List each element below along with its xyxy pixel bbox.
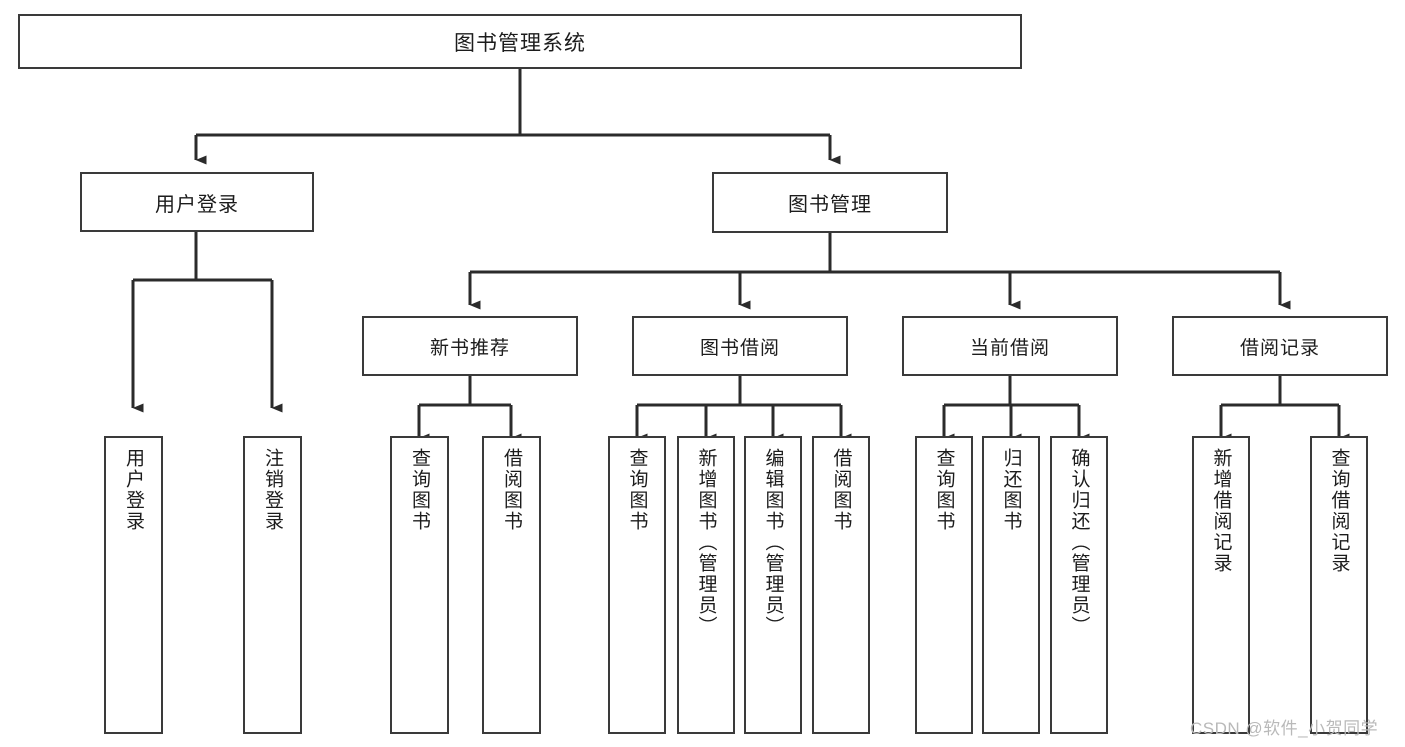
node-leaf-query-book-2[interactable]: 查询图书 <box>608 436 666 734</box>
node-leaf-borrow-book-1[interactable]: 借阅图书 <box>482 436 541 734</box>
node-root-label: 图书管理系统 <box>454 31 586 55</box>
node-leaf-edit-book-label: 编辑图书（管理员） <box>762 448 784 637</box>
node-leaf-add-record-label: 新增借阅记录 <box>1210 448 1232 574</box>
node-borrow-record[interactable]: 借阅记录 <box>1172 316 1388 376</box>
node-leaf-user-login-label: 用户登录 <box>123 448 144 532</box>
node-leaf-query-book-2-label: 查询图书 <box>626 448 648 532</box>
node-leaf-borrow-book-1-label: 借阅图书 <box>501 448 522 532</box>
node-leaf-confirm-return[interactable]: 确认归还（管理员） <box>1050 436 1108 734</box>
node-user-login[interactable]: 用户登录 <box>80 172 314 232</box>
node-leaf-add-record[interactable]: 新增借阅记录 <box>1192 436 1250 734</box>
node-leaf-query-book-3-label: 查询图书 <box>933 448 955 532</box>
node-leaf-return-book[interactable]: 归还图书 <box>982 436 1040 734</box>
node-leaf-confirm-return-label: 确认归还（管理员） <box>1068 448 1090 637</box>
node-leaf-user-logout-label: 注销登录 <box>262 448 283 532</box>
node-new-book-rec-label: 新书推荐 <box>429 337 510 359</box>
node-root[interactable]: 图书管理系统 <box>18 14 1022 69</box>
node-current-borrow[interactable]: 当前借阅 <box>902 316 1118 376</box>
node-leaf-add-book-label: 新增图书（管理员） <box>695 448 717 637</box>
node-leaf-borrow-book-2-label: 借阅图书 <box>830 448 852 532</box>
node-leaf-user-logout[interactable]: 注销登录 <box>243 436 302 734</box>
node-leaf-query-book-1-label: 查询图书 <box>409 448 430 532</box>
node-book-manage[interactable]: 图书管理 <box>712 172 948 233</box>
node-leaf-add-book[interactable]: 新增图书（管理员） <box>677 436 735 734</box>
node-book-manage-label: 图书管理 <box>788 194 872 216</box>
node-leaf-query-record[interactable]: 查询借阅记录 <box>1310 436 1368 734</box>
node-book-borrow[interactable]: 图书借阅 <box>632 316 848 376</box>
node-leaf-query-book-3[interactable]: 查询图书 <box>915 436 973 734</box>
node-leaf-query-book-1[interactable]: 查询图书 <box>390 436 449 734</box>
node-leaf-user-login[interactable]: 用户登录 <box>104 436 163 734</box>
node-current-borrow-label: 当前借阅 <box>969 337 1050 359</box>
node-borrow-record-label: 借阅记录 <box>1239 337 1320 359</box>
node-book-borrow-label: 图书借阅 <box>699 337 780 359</box>
node-user-login-label: 用户登录 <box>155 193 239 216</box>
watermark: CSDN @软件_小贺同学 <box>1190 719 1379 738</box>
node-leaf-return-book-label: 归还图书 <box>1000 448 1022 532</box>
node-new-book-rec[interactable]: 新书推荐 <box>362 316 578 376</box>
node-leaf-edit-book[interactable]: 编辑图书（管理员） <box>744 436 802 734</box>
node-leaf-borrow-book-2[interactable]: 借阅图书 <box>812 436 870 734</box>
node-leaf-query-record-label: 查询借阅记录 <box>1328 448 1350 574</box>
